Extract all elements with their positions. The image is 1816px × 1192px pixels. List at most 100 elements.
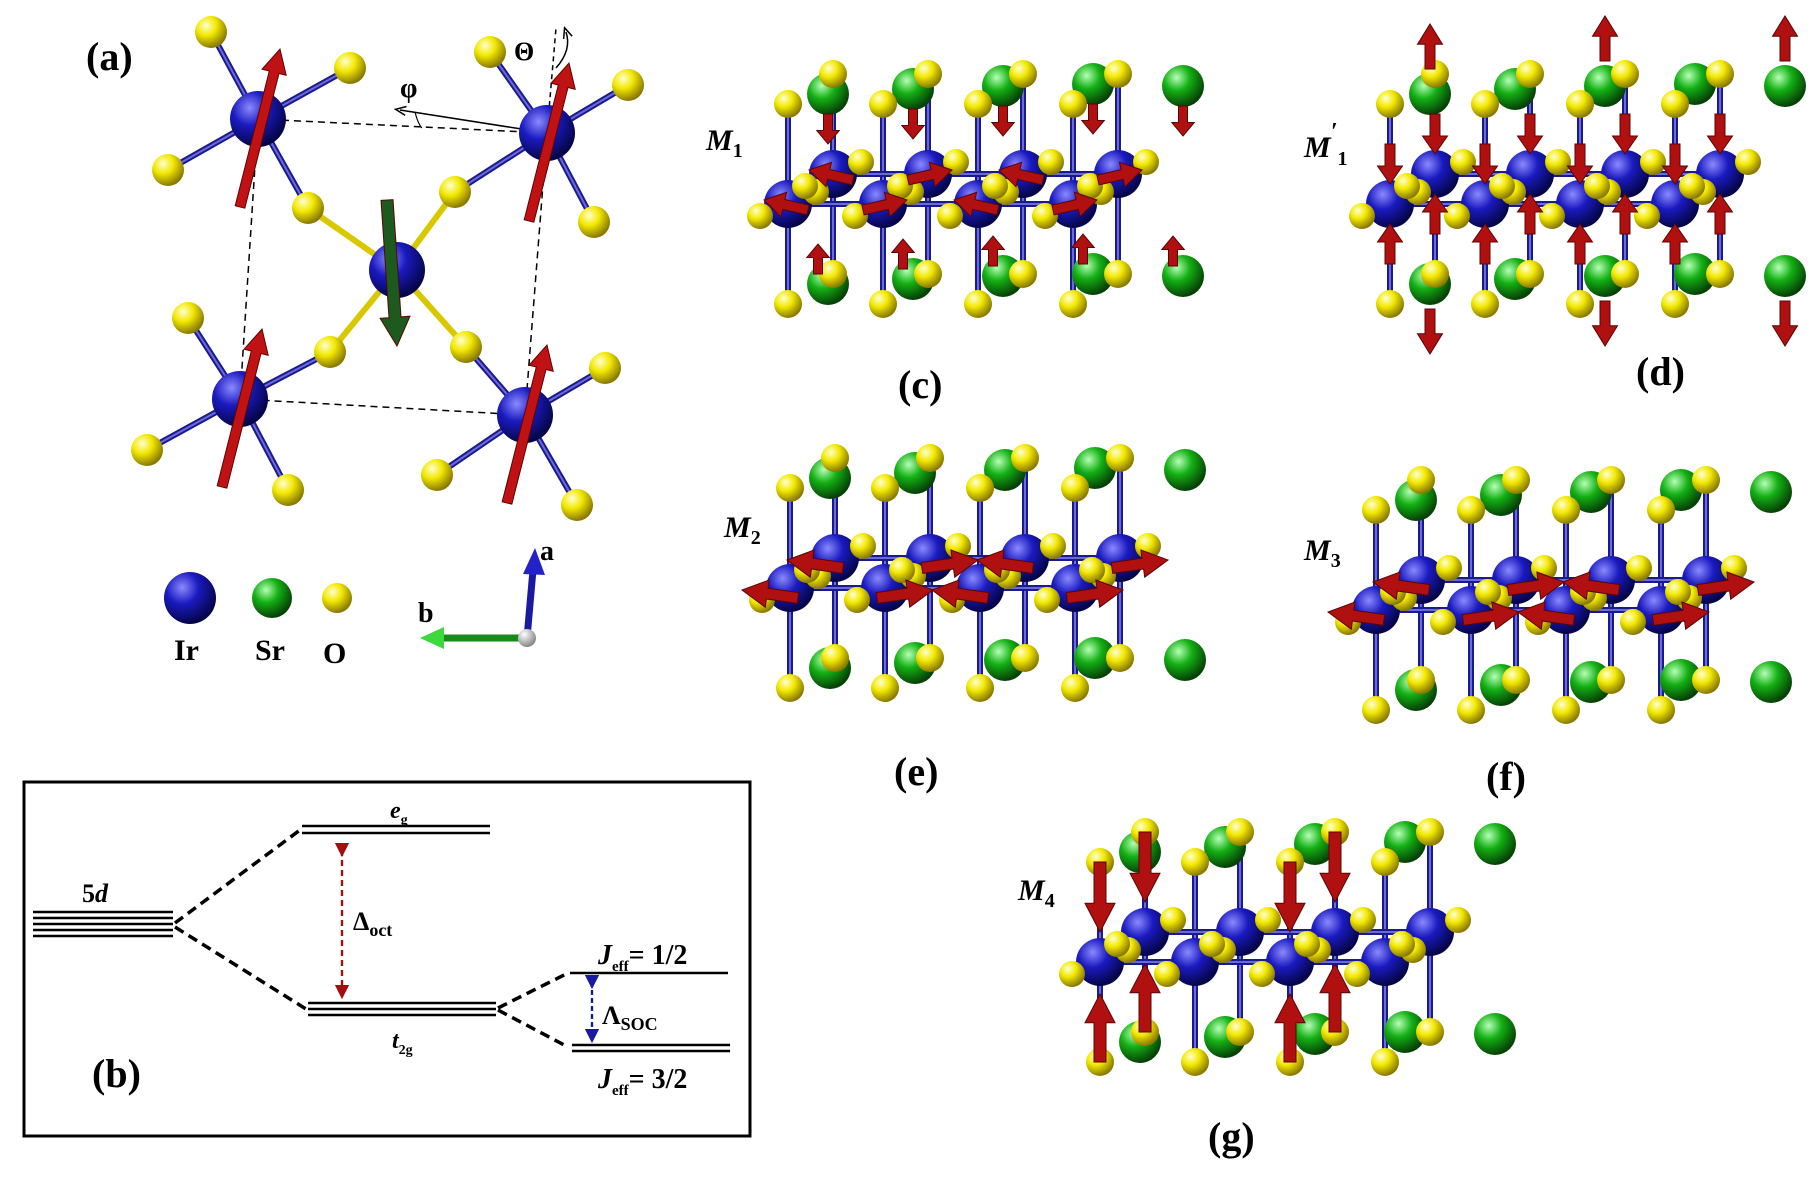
o-atom [819,260,847,288]
o-atom [1566,290,1594,318]
apical-o-displacement-arrow [1274,992,1306,1063]
t2g-level-lines [308,1001,496,1017]
apical-o-displacement-arrow [1129,962,1161,1033]
o-atom [1597,466,1625,494]
oxygen-displacement-arrow [861,191,908,218]
o-atom [1009,260,1037,288]
ir-moment-arrow-red [501,343,554,505]
o-atom [1389,931,1415,957]
oxygen-displacement-arrow [1516,601,1576,631]
o-atom [1475,579,1501,605]
eg-label: eg [390,798,408,828]
oxygen-displacement-arrow [1706,193,1734,235]
o-atom [1444,203,1470,229]
panel-label-a: (a) [86,34,133,79]
ir-legend-label: Ir [174,634,199,667]
oxygen-displacement-arrow [1696,571,1756,601]
sr-displacement-arrow [1771,15,1799,62]
panel-a: (a) φ Θ [86,16,644,521]
o-legend-label: O [323,637,346,670]
sr-displacement-arrow [1416,308,1444,355]
oxygen-displacement-arrow [1471,223,1499,265]
o-atom [869,290,897,318]
5d-level-lines [33,910,173,938]
mode-panel-e [740,444,1206,702]
o-atom [1445,907,1471,933]
phi-arc [414,111,423,129]
o-atom [1407,466,1435,494]
a-axis-line [523,569,537,639]
o-atom [589,352,621,384]
panel-label-c: (c) [898,362,942,407]
jeff-three-half-level-lines [572,1043,730,1053]
o-atom [1079,557,1105,583]
o-atom [776,674,804,702]
sr-atom [1164,639,1206,681]
axes-origin [518,629,536,647]
mode-label-m3: M3 [1303,534,1341,572]
o-atom [1181,848,1209,876]
oxygen-displacement-arrow [1566,143,1594,185]
o-atom [776,474,804,502]
o-atom [1104,260,1132,288]
o-atom [1661,90,1689,118]
apical-o-displacement-arrow [1274,861,1306,934]
5d-label: 5d [82,879,109,908]
oxygen-displacement-arrow [763,191,810,218]
sr-displacement-arrow [805,243,831,275]
ir-legend-sphere [164,572,216,624]
o-atom [1416,1018,1444,1046]
sr-atom [1660,659,1702,701]
sr-legend-label: Sr [255,634,285,667]
o-atom [1349,203,1375,229]
o-atom [1502,466,1530,494]
sr-displacement-arrow [1080,103,1106,135]
o-atom [1634,203,1660,229]
oxygen-displacement-arrow [1371,571,1431,601]
oxygen-displacement-arrow [1421,193,1449,235]
o-atom [1104,931,1130,957]
o-atom [1059,290,1087,318]
o-atom [272,474,304,506]
o-atom [1450,149,1476,175]
o-atom [1489,173,1515,199]
o-atom [152,154,184,186]
sr-atom [1474,1013,1516,1055]
theta-symbol: Θ [514,37,534,66]
o-atom [450,331,482,363]
sr-displacement-arrow [900,108,926,140]
o-atom [1255,907,1281,933]
o-atom [1516,60,1544,88]
t2g-label: t2g [392,1028,413,1058]
sr-atom [1764,65,1806,107]
o-atom [964,290,992,318]
o-atom [1249,961,1275,987]
o-atom [1502,666,1530,694]
apical-o-displacement-arrow [1084,992,1116,1063]
o-atom [842,203,868,229]
oxygen-displacement-arrow [975,549,1035,579]
apical-o-displacement-arrow [1319,962,1351,1033]
sr-displacement-arrow [1591,300,1619,347]
oxygen-displacement-arrow [1051,191,1098,218]
delta-oct-label: Δoct [353,907,392,940]
o-atom [774,90,802,118]
o-atom [1516,260,1544,288]
oxygen-displacement-arrow [1110,549,1170,579]
o-atom [1640,149,1666,175]
sr-displacement-arrow [980,235,1006,267]
o-atom [1706,260,1734,288]
oxygen-displacement-arrow [1611,113,1639,155]
oxygen-displacement-arrow [1661,143,1689,185]
o-atom [1011,444,1039,472]
o-atom [1032,203,1058,229]
o-atom [1362,496,1390,524]
apical-o-displacement-arrow [1319,831,1351,904]
o-atom [871,474,899,502]
sr-atom [1750,471,1792,513]
mode-arrows [1326,571,1756,631]
oxygen-displacement-arrow [1516,113,1544,155]
oxygen-displacement-arrow [1376,143,1404,185]
ir-moment-arrow-green [379,199,411,348]
panel-label-d: (d) [1636,349,1685,394]
